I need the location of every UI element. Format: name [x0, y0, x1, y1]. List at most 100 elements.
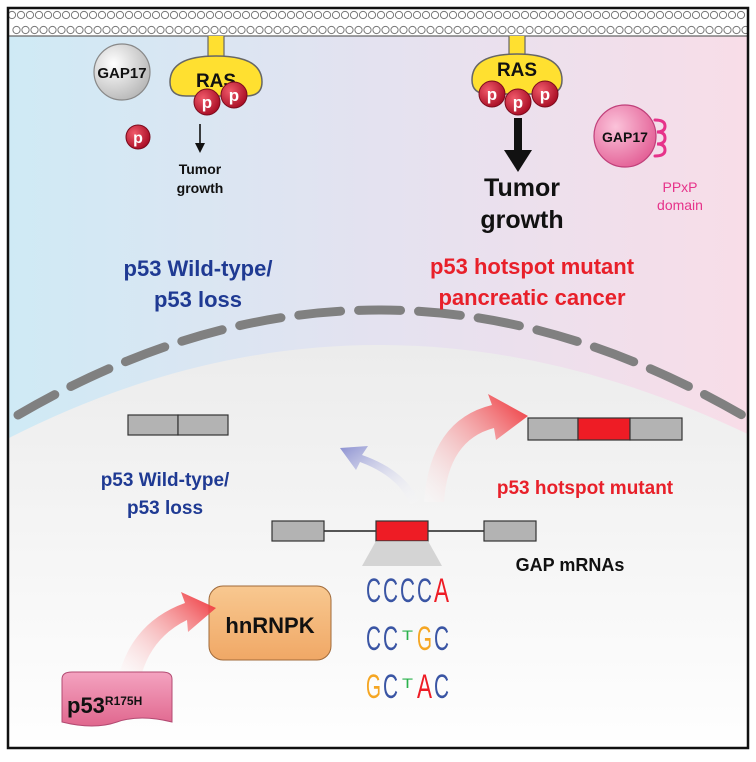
- inclusion-arrow: [424, 394, 528, 502]
- lipid-head: [664, 10, 674, 20]
- lipid-head: [592, 10, 602, 20]
- phosphate-icon: [220, 81, 248, 109]
- lipid-head: [120, 25, 129, 35]
- lipid-head: [97, 10, 107, 20]
- lipid-head: [511, 10, 521, 20]
- lipid-head: [205, 10, 215, 20]
- lipid-head: [291, 25, 300, 35]
- lipid-head: [412, 10, 422, 20]
- lipid-head: [133, 10, 143, 20]
- lipid-head: [286, 10, 296, 20]
- svg-text:p: p: [202, 93, 212, 112]
- svg-text:p: p: [229, 86, 239, 105]
- lipid-head: [403, 10, 413, 20]
- lipid-head: [610, 10, 620, 20]
- lipid-head: [498, 25, 507, 35]
- strong-arrowhead: [504, 150, 532, 172]
- lipid-head: [426, 25, 435, 35]
- pre-exon-left: [271, 520, 325, 542]
- lipid-head: [223, 10, 233, 20]
- svg-text:Tumor: Tumor: [179, 161, 222, 177]
- lipid-head: [556, 10, 566, 20]
- logo-letter: C: [434, 668, 449, 706]
- lipid-head: [12, 25, 21, 35]
- nuclear-splicing-panel: p53 Wild-type/ p53 loss p53 hotspot muta…: [61, 394, 683, 727]
- lipid-head: [619, 10, 629, 20]
- lipid-head: [313, 10, 323, 20]
- lipid-head: [696, 25, 705, 35]
- lipid-head: [453, 25, 462, 35]
- lipid-head: [196, 10, 206, 20]
- svg-text:p: p: [487, 85, 497, 104]
- lipid-head: [408, 25, 417, 35]
- lipid-head: [489, 25, 498, 35]
- lipid-head: [277, 10, 287, 20]
- lipid-head: [327, 25, 336, 35]
- lipid-head: [34, 10, 44, 20]
- lipid-head: [579, 25, 588, 35]
- lipid-head: [250, 10, 260, 20]
- lipid-head: [8, 10, 17, 20]
- lipid-head: [237, 25, 246, 35]
- logo-letter: C: [366, 572, 381, 610]
- lipid-head: [502, 10, 512, 20]
- lipid-head: [151, 10, 161, 20]
- lipid-head: [705, 25, 714, 35]
- lipid-head: [646, 10, 656, 20]
- phosphate-icon: [478, 80, 506, 108]
- lipid-head: [430, 10, 440, 20]
- logo-letter: C: [383, 668, 398, 706]
- strong-arrow: [514, 118, 522, 154]
- lipid-head: [61, 10, 71, 20]
- lipid-head: [615, 25, 624, 35]
- logo-letter: A: [417, 668, 432, 706]
- ppxp-domain-icon: [653, 118, 667, 158]
- lipid-head: [331, 10, 341, 20]
- lipid-head: [687, 25, 696, 35]
- svg-text:p53 loss: p53 loss: [154, 287, 242, 312]
- lipid-head: [210, 25, 219, 35]
- lipid-head: [516, 25, 525, 35]
- lipid-head: [187, 10, 197, 20]
- lipid-head: [142, 10, 152, 20]
- lipid-head: [417, 25, 426, 35]
- nuclear-envelope: [13, 305, 747, 420]
- lipid-head: [241, 10, 251, 20]
- logo-letter: C: [383, 620, 398, 658]
- svg-text:GAP17: GAP17: [602, 129, 648, 145]
- lipid-head: [390, 25, 399, 35]
- lipid-head: [228, 25, 237, 35]
- lipid-head: [349, 10, 359, 20]
- lipid-head: [471, 25, 480, 35]
- wt-signaling-panel: RAS GAP17 p p p Tumor growth p53 Wild-ty…: [93, 36, 272, 312]
- logo-letter: C: [417, 572, 432, 610]
- lipid-head: [682, 10, 692, 20]
- wt-nuclear-label: p53 Wild-type/: [101, 470, 230, 491]
- skipping-arrow: [340, 446, 420, 504]
- lipid-head: [435, 25, 444, 35]
- lipid-head: [736, 10, 746, 20]
- lipid-head: [304, 10, 314, 20]
- lipid-head: [309, 25, 318, 35]
- mutant-nuclear-label: p53 hotspot mutant: [497, 478, 674, 499]
- phosphate-icon: [504, 88, 532, 116]
- lipid-head: [547, 10, 557, 20]
- lipid-head: [727, 10, 737, 20]
- lipid-head: [354, 25, 363, 35]
- lipid-head: [129, 25, 138, 35]
- lipid-head: [183, 25, 192, 35]
- lipid-head: [115, 10, 125, 20]
- lipid-head: [300, 25, 309, 35]
- lipid-head: [628, 10, 638, 20]
- lipid-head: [48, 25, 57, 35]
- lipid-head: [732, 25, 741, 35]
- lipid-head: [741, 25, 748, 35]
- lipid-head: [372, 25, 381, 35]
- lipid-head: [16, 10, 26, 20]
- phosphate-icon: [193, 88, 221, 116]
- lipid-head: [264, 25, 273, 35]
- svg-text:Tumor: Tumor: [484, 174, 560, 202]
- motif-callout: [362, 541, 442, 566]
- lipid-head: [462, 25, 471, 35]
- svg-text:p: p: [540, 85, 550, 104]
